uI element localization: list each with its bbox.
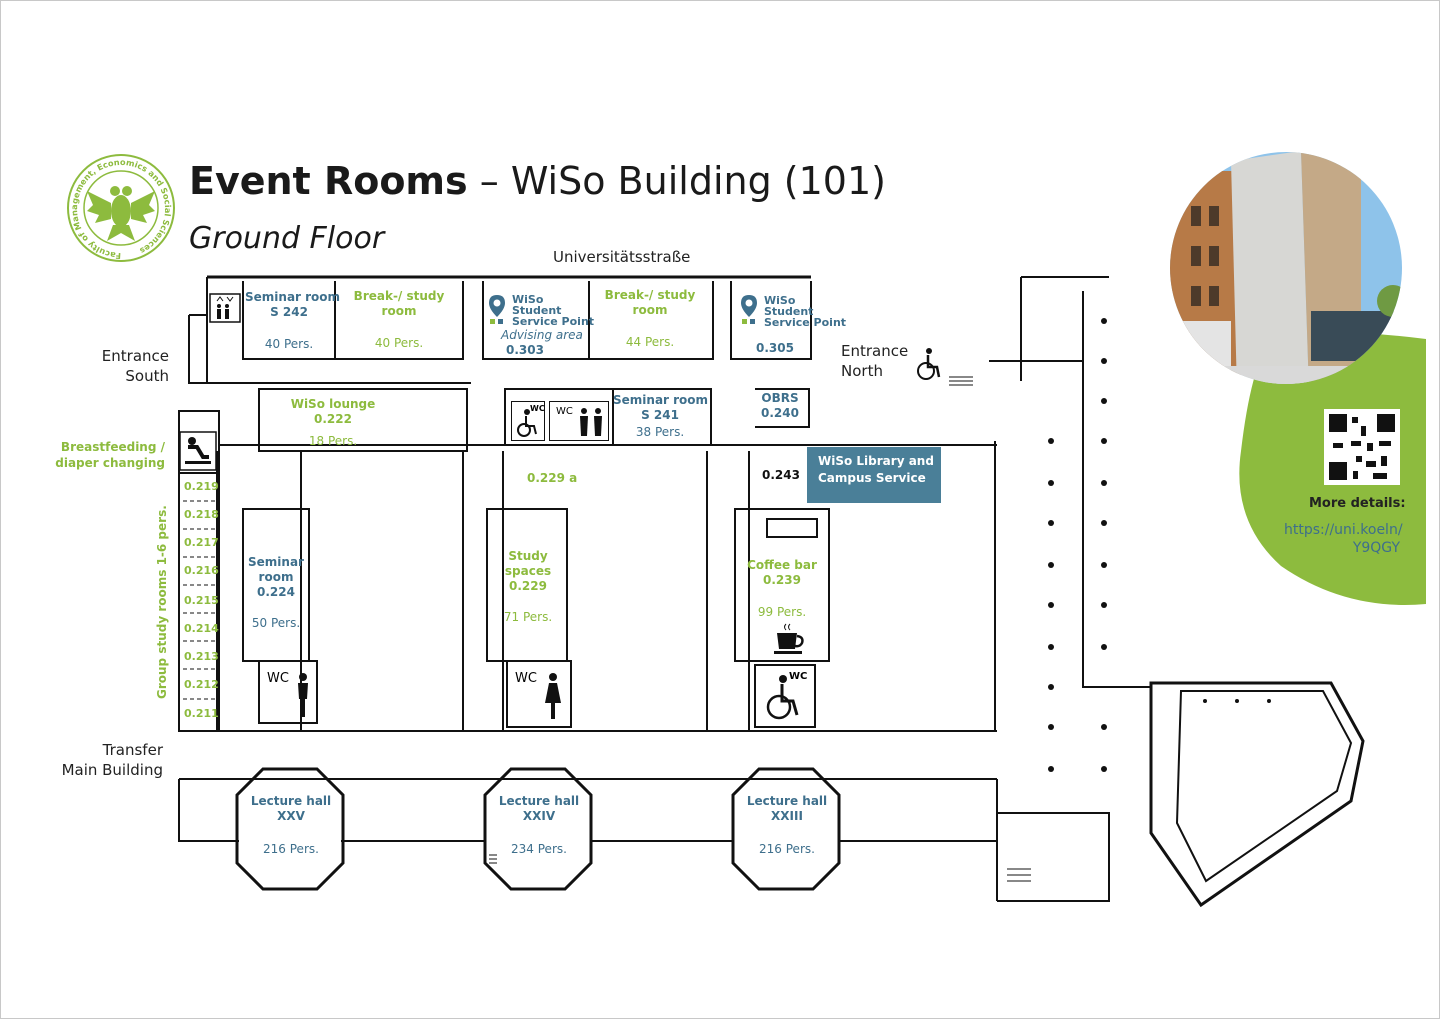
- qr-code-pattern: [1329, 414, 1395, 480]
- room-0229a[interactable]: 0.229 a: [527, 471, 578, 485]
- group-room-0216: 0.216: [184, 564, 219, 577]
- accessible-wc-icon: WC: [511, 401, 545, 441]
- group-room-0212: 0.212: [184, 678, 219, 691]
- baby-changing-icon: [179, 431, 217, 471]
- column-dots: [1048, 318, 1271, 772]
- coffee-cup-icon: [774, 623, 804, 654]
- room-number-0303: 0.303: [506, 343, 544, 357]
- wc-women-icon: WC: [509, 665, 569, 725]
- service-point-pin-icon-2: [741, 295, 757, 324]
- lecture-hall-xxiv-outline: [483, 767, 593, 891]
- more-details-link[interactable]: https://uni.koeln/Y9QGY: [1284, 522, 1403, 556]
- service-point-pin-icon: [489, 295, 505, 324]
- more-details-label: More details:: [1309, 496, 1406, 511]
- page-title: Event Rooms – WiSo Building (101): [189, 159, 886, 203]
- breastfeeding-label: Breastfeeding /diaper changing: [55, 440, 165, 470]
- wc-men-icon: WC: [261, 665, 315, 721]
- wc-toilets-icon: WC: [549, 401, 609, 441]
- room-number-0305: 0.305: [756, 341, 794, 355]
- eagle-icon: [87, 186, 155, 241]
- faculty-logo: Faculty of Management, Economics and Soc…: [67, 154, 175, 262]
- lecture-hall-xxv-outline: [235, 767, 345, 891]
- group-room-0217: 0.217: [184, 536, 219, 549]
- advising-area-label: Advising area: [501, 328, 583, 342]
- group-room-0218: 0.218: [184, 508, 219, 521]
- page-subtitle: Ground Floor: [189, 221, 385, 256]
- group-room-0213: 0.213: [184, 650, 219, 663]
- group-room-0215: 0.215: [184, 594, 219, 607]
- stairs: [489, 376, 1031, 882]
- group-room-0211: 0.211: [184, 707, 219, 720]
- group-study-rooms-label: Group study rooms 1-6 pers.: [155, 505, 169, 699]
- group-room-0214: 0.214: [184, 622, 219, 635]
- elevator-icon: [209, 293, 241, 323]
- lecture-hall-xxiii-outline: [731, 767, 841, 891]
- accessible-wc-icon-2: WC: [757, 667, 813, 725]
- room-0243[interactable]: 0.243: [762, 468, 800, 482]
- street-label: Universitätsstraße: [553, 248, 691, 266]
- wheelchair-icon: [917, 348, 941, 380]
- group-room-0219: 0.219: [184, 480, 219, 493]
- building-photo-and-badge: [1170, 152, 1426, 605]
